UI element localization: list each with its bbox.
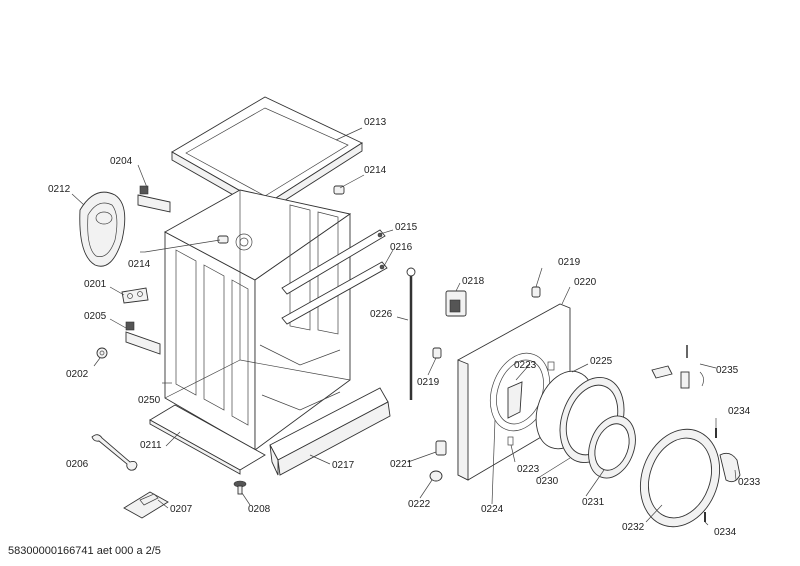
door-lock-part xyxy=(445,290,467,317)
door-part xyxy=(639,428,721,528)
label-0234: 0234 xyxy=(714,527,737,538)
hinge-part xyxy=(651,345,704,389)
label-0219: 0219 xyxy=(417,377,440,388)
rear-cover-part xyxy=(79,191,126,267)
door-handle-part xyxy=(719,452,741,483)
label-0214: 0214 xyxy=(128,259,151,270)
nut-part xyxy=(96,347,108,359)
label-0217: 0217 xyxy=(332,460,355,471)
document-number: 58300000166741 aet 000 a 2/5 xyxy=(8,545,161,557)
label-0219: 0219 xyxy=(558,257,581,268)
base-plate-part xyxy=(149,404,266,475)
label-0220: 0220 xyxy=(574,277,597,288)
label-0223: 0223 xyxy=(514,360,537,371)
pin-part xyxy=(704,428,717,522)
label-0216: 0216 xyxy=(390,242,413,253)
label-0224: 0224 xyxy=(481,504,504,515)
part-labels: 0213 0204 0212 0214 0215 0216 0214 0201 … xyxy=(48,117,761,538)
label-0207: 0207 xyxy=(170,504,193,515)
label-0230: 0230 xyxy=(536,476,559,487)
label-0214: 0214 xyxy=(364,165,387,176)
door-ring-part xyxy=(559,376,636,479)
label-0218: 0218 xyxy=(462,276,485,287)
label-0211: 0211 xyxy=(140,440,162,451)
screw-part xyxy=(233,480,247,495)
label-0225: 0225 xyxy=(590,356,613,367)
clip-part xyxy=(217,185,345,244)
label-0202: 0202 xyxy=(66,369,89,380)
rails-part xyxy=(281,229,388,325)
label-0222: 0222 xyxy=(408,499,431,510)
label-0212: 0212 xyxy=(48,184,71,195)
label-0223: 0223 xyxy=(517,464,540,475)
rod-part xyxy=(406,267,416,400)
label-0213: 0213 xyxy=(364,117,387,128)
label-0205: 0205 xyxy=(84,311,107,322)
clip-part xyxy=(432,286,541,359)
cabinet-frame-part xyxy=(164,189,352,451)
label-0206: 0206 xyxy=(66,459,89,470)
wrench-part xyxy=(91,434,138,471)
label-0235: 0235 xyxy=(716,365,739,376)
label-0215: 0215 xyxy=(395,222,418,233)
label-0234: 0234 xyxy=(728,406,751,417)
foot-plate-part xyxy=(123,491,169,519)
spring-part xyxy=(507,436,514,446)
leader-lines xyxy=(71,127,737,526)
label-0221: 0221 xyxy=(390,459,413,470)
label-0208: 0208 xyxy=(248,504,271,515)
label-0204: 0204 xyxy=(110,156,133,167)
bracket-part xyxy=(121,287,149,304)
small-parts xyxy=(429,440,447,482)
label-0201: 0201 xyxy=(84,279,107,290)
label-0233: 0233 xyxy=(738,477,761,488)
label-0226: 0226 xyxy=(370,309,393,320)
label-0250: 0250 xyxy=(138,395,161,406)
label-0231: 0231 xyxy=(582,497,605,508)
label-0232: 0232 xyxy=(622,522,645,533)
shock-absorber-part xyxy=(125,185,171,355)
bottom-panel-part xyxy=(269,387,391,476)
